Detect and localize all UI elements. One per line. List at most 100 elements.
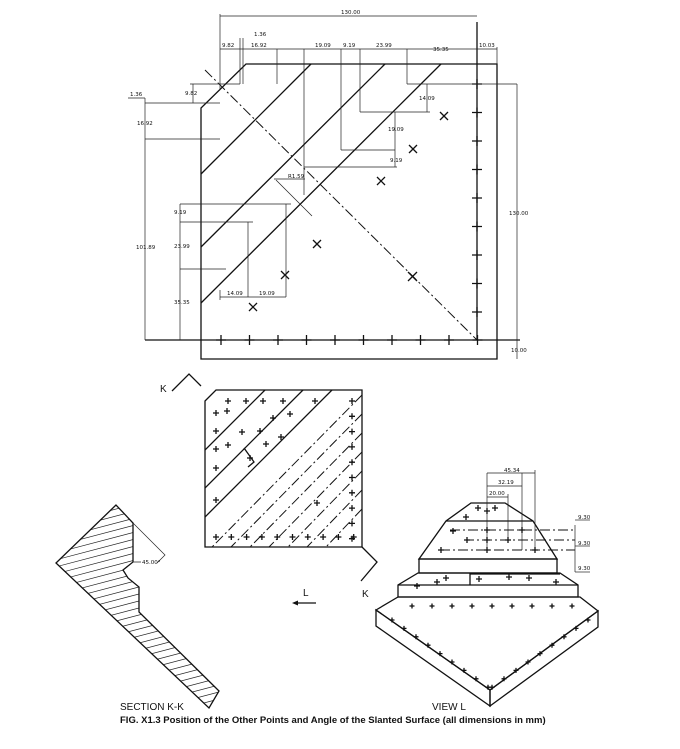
hatch-line (40, 288, 240, 341)
plus-marker (463, 514, 469, 520)
plus-marker (263, 441, 269, 447)
plus-marker (573, 625, 579, 631)
dim-inner-14-09: 14.09 (419, 96, 435, 102)
hatch-line (56, 518, 219, 572)
dim-16-92: 16.92 (251, 43, 267, 49)
angle-label: 45.00° (142, 560, 161, 566)
base-left-face (375, 608, 491, 708)
plus-marker (228, 534, 235, 540)
hatch-line (40, 435, 240, 488)
hatch-line (40, 337, 240, 390)
plus-marker (532, 547, 538, 553)
plus-marker (349, 443, 355, 450)
tick-mark (273, 335, 283, 345)
plus-marker (585, 617, 591, 623)
dash-line (325, 508, 362, 547)
plus-marker (257, 428, 263, 434)
tick-mark (244, 335, 255, 345)
dim-bottom-14-09: 14.09 (227, 291, 243, 297)
plus-marker (513, 667, 519, 673)
plan-view: 130.00 1.36 9.82 16.92 19.09 9.19 23.99 … (128, 10, 529, 360)
dim-right-130: 130.00 (509, 211, 529, 217)
plus-marker (409, 603, 415, 609)
hatch-line (56, 595, 219, 649)
dim-10-03: 10.03 (479, 43, 495, 49)
plus-marker (492, 505, 498, 511)
point-markers (213, 398, 357, 542)
plus-marker (213, 410, 219, 416)
hatch-line (40, 421, 240, 474)
hatch-line (40, 358, 240, 411)
dimension-labels: 130.00 1.36 9.82 16.92 19.09 9.19 23.99 … (130, 10, 529, 354)
plus-marker (549, 642, 555, 648)
dim-9-30-c: 9.30 (578, 566, 591, 572)
plus-marker (509, 603, 515, 609)
hatch-line (40, 414, 240, 467)
top-view-square: K K L (160, 373, 378, 606)
plus-marker (213, 465, 219, 471)
hatch-line (56, 602, 219, 656)
dim-left-1-36: 1.36 (130, 92, 143, 98)
hatch-line (56, 505, 219, 509)
hatch-line (56, 546, 219, 600)
hatch-line (56, 505, 219, 544)
dim-1-36: 1.36 (254, 32, 267, 38)
view-l-points (389, 505, 591, 690)
plus-marker (425, 642, 431, 648)
plus-marker (464, 537, 470, 543)
plus-marker (213, 428, 219, 434)
section-title: SECTION K-K (120, 702, 184, 713)
plus-marker (243, 534, 250, 540)
tick-mark (472, 136, 482, 146)
hatch-line (40, 323, 240, 376)
plus-marker (349, 520, 355, 527)
dim-left-9-19: 9.19 (174, 210, 187, 216)
dash-line (230, 413, 362, 547)
dim-left-35-35: 35.35 (174, 300, 190, 306)
section-kk: 45.00° SECTION K-K (40, 288, 240, 713)
plus-marker (239, 429, 245, 435)
hatch-line (56, 588, 219, 642)
hatch-line (56, 553, 219, 607)
hatch-line (56, 525, 219, 579)
plus-marker (389, 617, 395, 623)
hatch-line (40, 442, 240, 495)
hatch-line (56, 574, 219, 628)
label-k-top: K (160, 384, 167, 395)
plus-marker (450, 528, 456, 534)
hatch-line (56, 505, 219, 516)
plus-marker (475, 505, 481, 511)
dim-20-00: 20.00 (489, 491, 505, 497)
dim-130-top: 130.00 (341, 10, 361, 16)
tick-mark (358, 335, 369, 345)
plus-marker (484, 527, 490, 533)
hatch-line (40, 386, 240, 439)
plus-marker (449, 603, 455, 609)
tick-mark (472, 307, 482, 317)
dim-23-99: 23.99 (376, 43, 392, 49)
plus-marker (437, 651, 443, 657)
dash-line (249, 432, 362, 547)
plus-marker (320, 534, 327, 540)
dash-line (306, 489, 362, 547)
hatch-line (56, 693, 219, 708)
label-l: L (303, 588, 309, 599)
dim-r1-59: R1.59 (288, 174, 305, 180)
hatch-line (56, 630, 219, 684)
plus-marker (349, 489, 355, 496)
plus-marker (258, 534, 265, 540)
diagonal-centerline (204, 69, 478, 341)
hatch-line (56, 511, 219, 565)
dim-left-101-89: 101.89 (136, 245, 156, 251)
plus-marker (519, 527, 525, 533)
plus-marker (349, 413, 355, 420)
slant-line-1 (200, 63, 312, 175)
plus-marker (213, 534, 219, 540)
plus-marker (569, 603, 575, 609)
plus-marker (349, 398, 355, 404)
dim-9-30-b: 9.30 (578, 541, 591, 547)
hatch-line (56, 505, 219, 537)
plus-marker (438, 547, 444, 553)
